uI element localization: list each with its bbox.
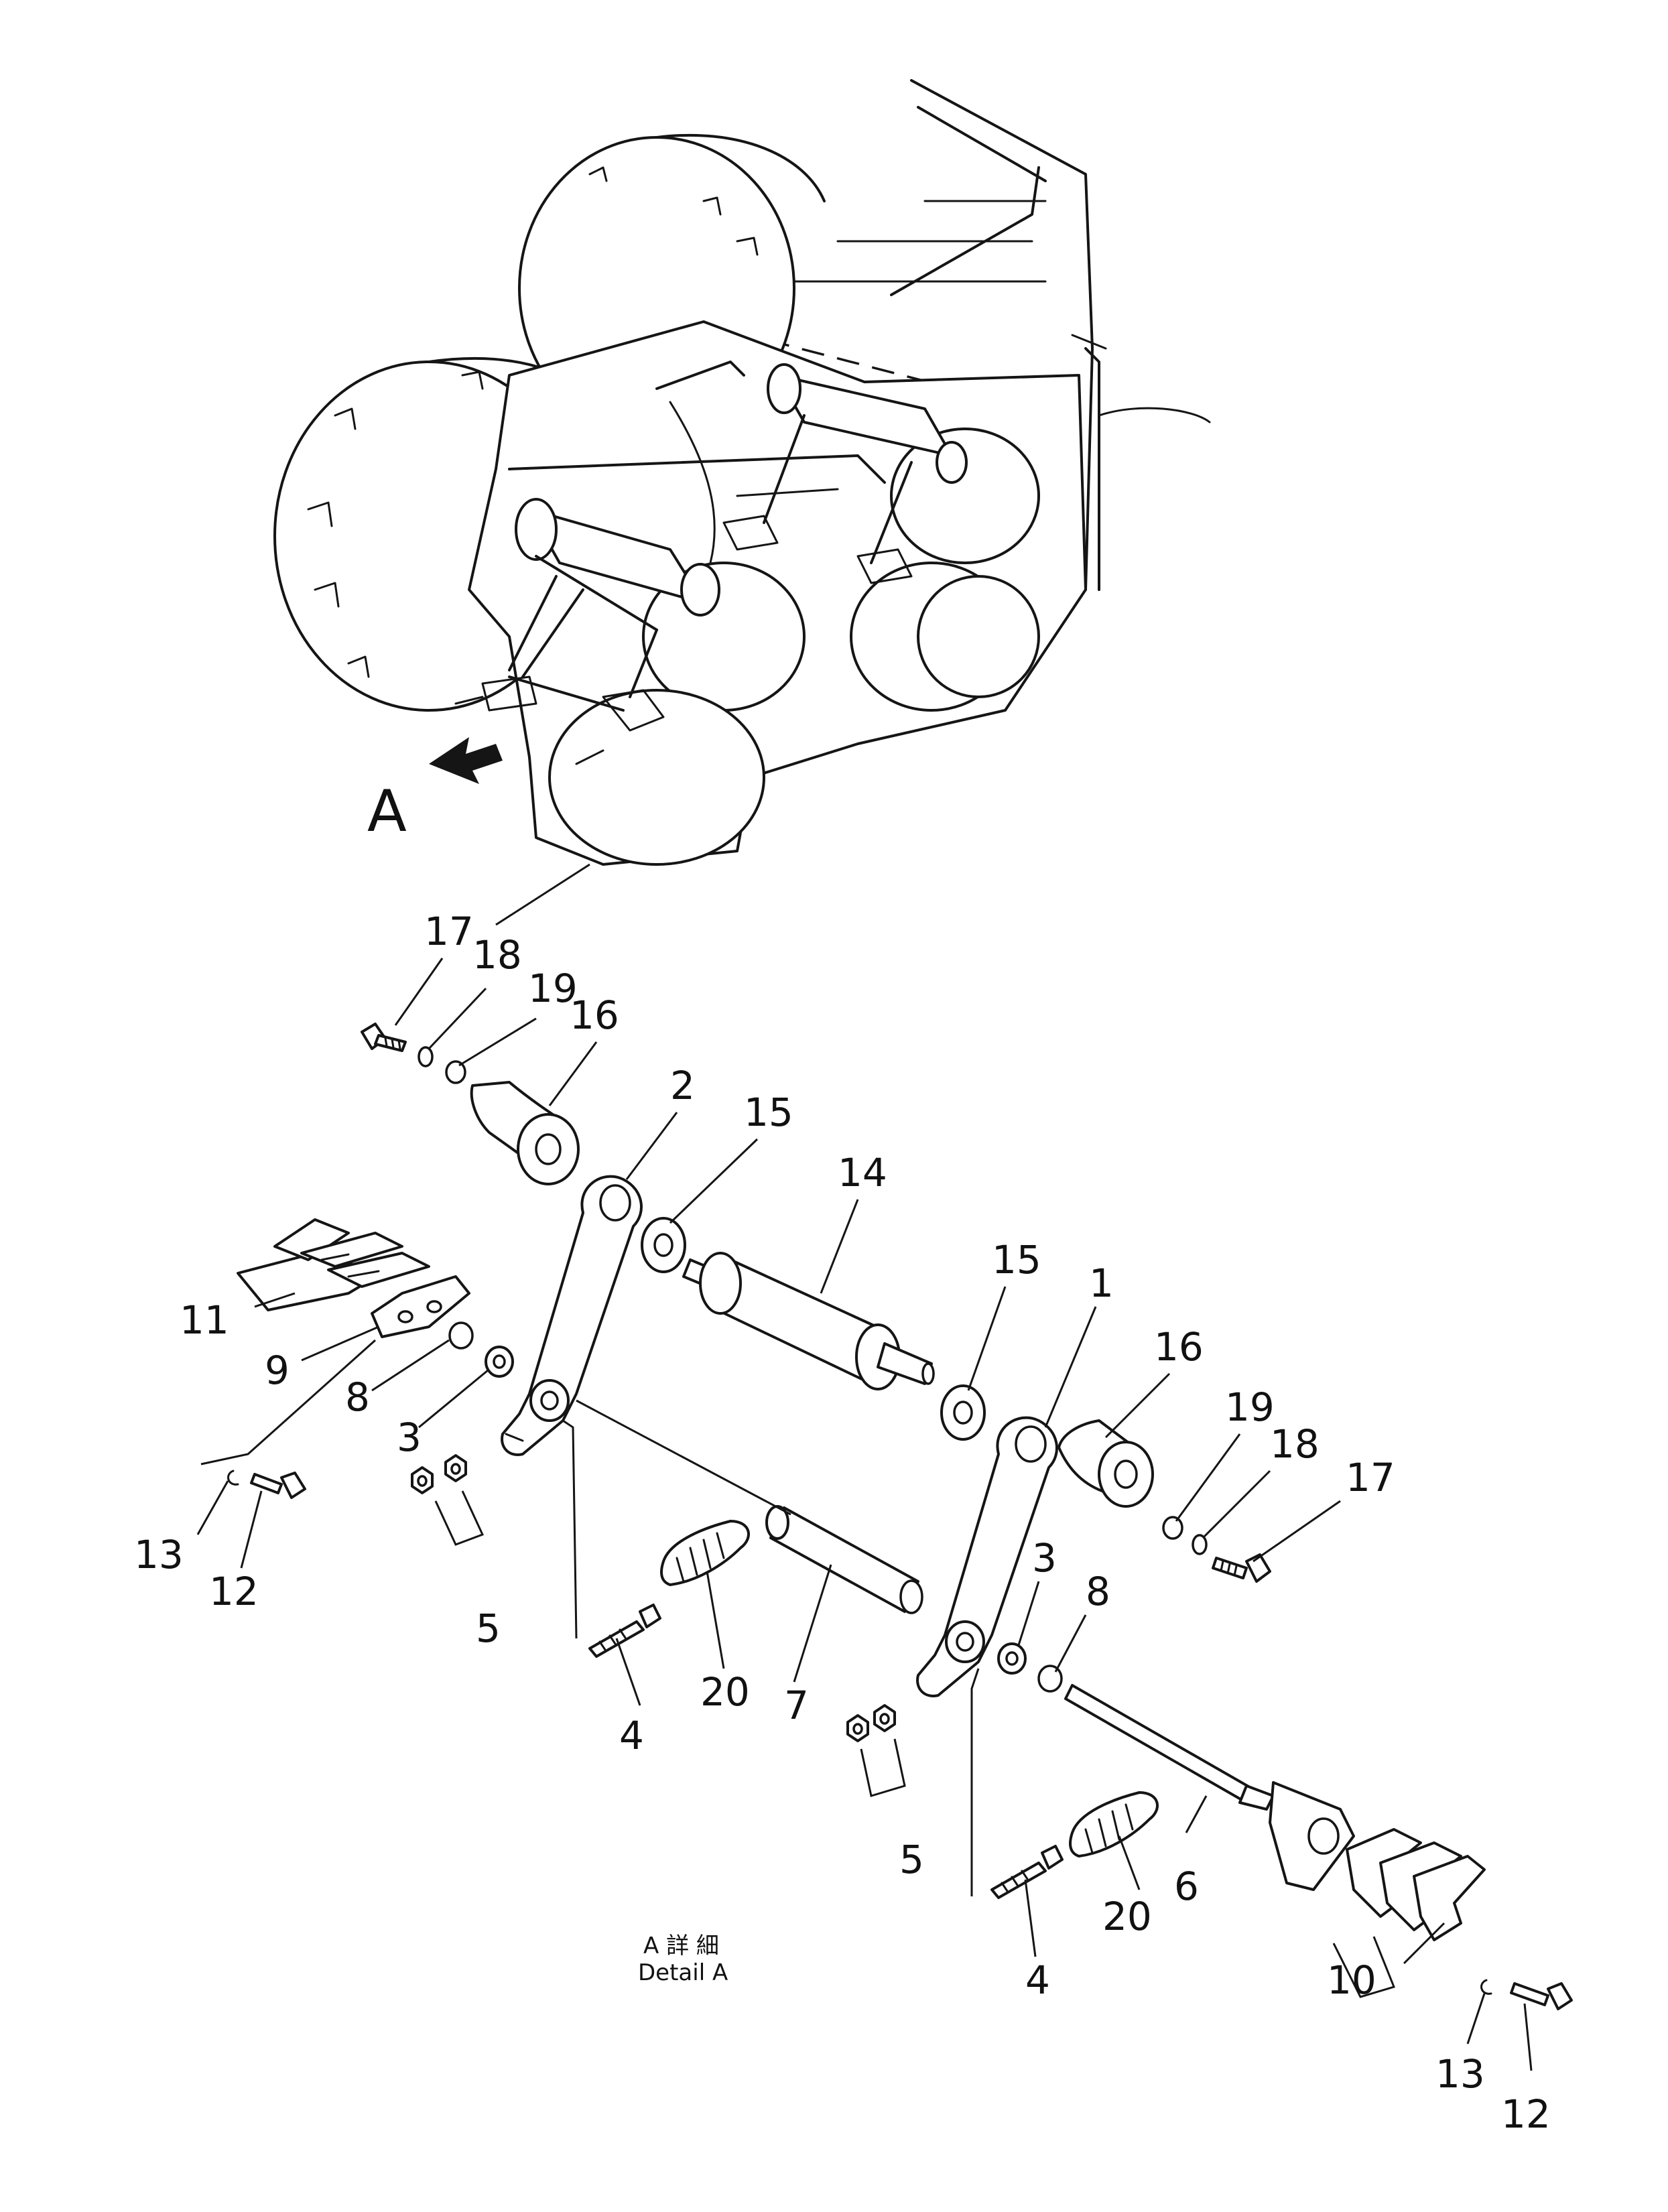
part-11-shim-plates — [237, 1218, 430, 1311]
leader-lines — [196, 958, 1533, 2071]
part-16-boot-lower — [1057, 1419, 1154, 1508]
part-19-washer-lower — [1162, 1516, 1183, 1540]
label-1: 1 — [1089, 1260, 1114, 1306]
part-1-lever-arm — [916, 1416, 1058, 1697]
label-12-upper: 12 — [209, 1569, 259, 1614]
label-16-lower: 16 — [1154, 1324, 1204, 1370]
part-14-shaft — [682, 1252, 935, 1390]
label-9: 9 — [265, 1348, 290, 1393]
label-13-lower: 13 — [1435, 2051, 1485, 2097]
label-17-lower: 17 — [1346, 1455, 1395, 1500]
part-12-bolt-lower — [1510, 1982, 1573, 2010]
part-4-adjust-bolt-lower — [990, 1845, 1064, 1899]
part-13-snap-ring-lower — [1480, 1979, 1492, 1995]
label-6: 6 — [1174, 1864, 1199, 1909]
part-17-bolt — [361, 1023, 407, 1052]
part-13-snap-ring-upper — [227, 1470, 239, 1486]
part-18-lockwasher-lower — [1192, 1534, 1208, 1555]
label-18-lower: 18 — [1270, 1421, 1320, 1467]
label-4-lower: 4 — [1025, 1957, 1050, 2003]
part-5-nuts-lower — [846, 1704, 906, 1797]
label-11: 11 — [180, 1297, 229, 1343]
part-10-shim-plates — [1332, 1828, 1486, 1998]
label-3-lower: 3 — [1032, 1535, 1057, 1581]
part-8-washer-lower — [1037, 1665, 1063, 1693]
label-16-upper: 16 — [570, 992, 619, 1038]
label-12-lower: 12 — [1501, 2091, 1551, 2137]
label-8-upper: 8 — [345, 1374, 370, 1420]
label-5-lower: 5 — [899, 1837, 924, 1882]
part-12-bolt-upper — [250, 1472, 306, 1499]
label-19-lower: 19 — [1225, 1384, 1275, 1430]
label-17-upper: 17 — [424, 909, 474, 954]
label-2: 2 — [670, 1063, 695, 1108]
label-19-upper: 19 — [528, 966, 578, 1011]
part-17-bolt-lower — [1212, 1553, 1271, 1583]
caption-line-2: Detail A — [638, 1959, 728, 1986]
label-15-lower: 15 — [992, 1237, 1041, 1283]
part-number-labels: 17 18 19 16 2 15 14 15 1 16 19 18 17 11 … — [134, 909, 1551, 2137]
part-2-lever-arm — [501, 1175, 643, 1456]
view-arrow-a — [429, 737, 503, 784]
part-20-spring-upper — [660, 1520, 750, 1586]
part-3-collar-upper — [485, 1346, 514, 1378]
detail-caption: A 詳 細 Detail A — [638, 1933, 728, 1986]
part-5-nuts-upper — [411, 1454, 485, 1546]
part-9-bracket — [371, 1275, 470, 1338]
label-4-upper: 4 — [619, 1713, 644, 1758]
caption-line-1: A 詳 細 — [643, 1933, 719, 1959]
part-20-spring-lower — [1069, 1791, 1159, 1858]
part-6-rod-flange — [1064, 1684, 1355, 1891]
label-7: 7 — [784, 1683, 809, 1728]
part-4-adjust-bolt-upper — [588, 1604, 661, 1658]
view-marker-a: A — [367, 778, 407, 845]
part-16-boot-upper — [470, 1081, 580, 1185]
label-5-upper: 5 — [476, 1606, 501, 1651]
label-14: 14 — [838, 1150, 887, 1195]
label-18-upper: 18 — [472, 932, 522, 978]
label-13-upper: 13 — [134, 1532, 184, 1577]
part-15-bearing-lower — [940, 1384, 986, 1441]
label-20-lower: 20 — [1102, 1894, 1152, 1939]
assembly-overview — [273, 79, 1211, 866]
part-18-lockwasher — [418, 1046, 434, 1067]
label-8-lower: 8 — [1086, 1569, 1110, 1614]
part-3-collar-lower — [997, 1642, 1027, 1675]
part-7-pin — [765, 1505, 923, 1614]
label-3-upper: 3 — [397, 1415, 422, 1460]
part-19-washer — [445, 1060, 466, 1084]
part-8-washer-upper — [448, 1321, 474, 1350]
label-15-upper: 15 — [744, 1090, 793, 1135]
part-15-bearing-upper — [641, 1217, 686, 1273]
label-10: 10 — [1327, 1957, 1376, 2003]
label-20-upper: 20 — [700, 1669, 750, 1715]
